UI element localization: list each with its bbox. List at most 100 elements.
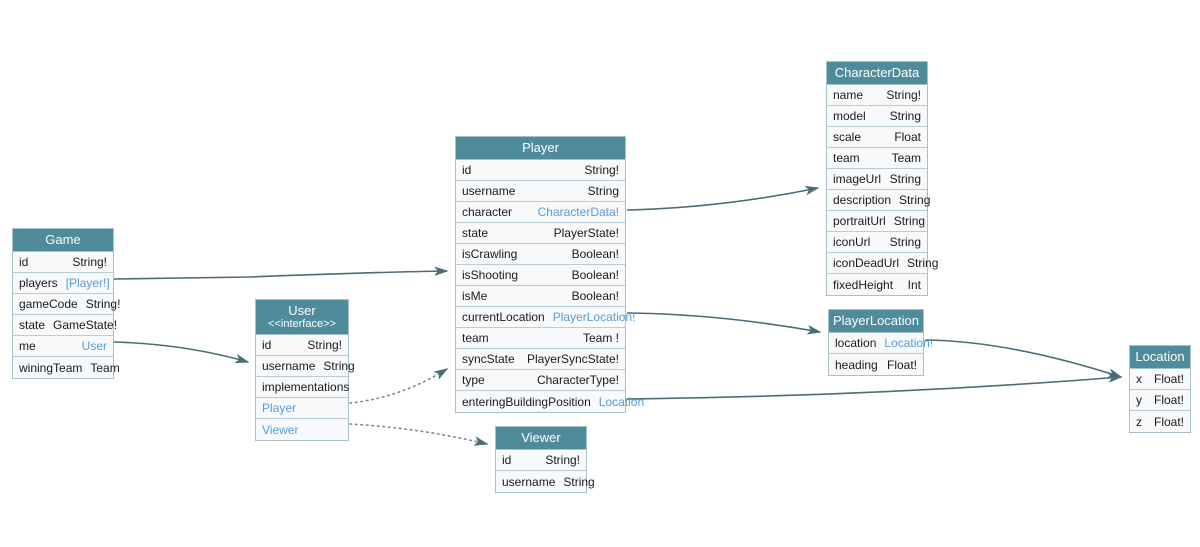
entity-player[interactable]: Player id String! username String charac… [455,136,644,413]
field-type: String [907,256,939,270]
field-row: scale Float [827,127,927,148]
field-type: String [893,214,926,228]
field-name: enteringBuildingPosition [462,394,591,409]
field-name: username [462,184,516,198]
field-type: Team ! [582,331,619,345]
field-name: state [19,318,46,332]
field-name: username [502,474,556,489]
entity-title-viewer: Viewer [496,427,586,450]
field-name: id [462,163,472,177]
field-type[interactable]: [Player!] [65,276,110,290]
field-row: team Team ! [456,328,625,349]
field-row: type CharacterType! [456,370,625,391]
field-name: id [502,453,512,467]
field-row: isCrawling Boolean! [456,244,625,265]
field-type: String [889,235,921,249]
field-row[interactable]: currentLocation PlayerLocation! [456,307,635,328]
edge-player-character-to-characterdata [626,185,820,211]
field-row[interactable]: location Location! [829,333,933,354]
field-name: x [1136,372,1142,386]
field-row: id String! [13,252,113,273]
entity-playerlocation[interactable]: PlayerLocation location Location! headin… [828,309,933,376]
field-row: isMe Boolean! [456,286,625,307]
field-name: model [833,109,866,123]
field-row: portraitUrl String [827,211,927,232]
entity-user[interactable]: User <<interface>> id String! username S… [255,299,355,441]
field-type[interactable]: CharacterData! [537,205,619,219]
entity-title-characterdata: CharacterData [827,62,927,85]
field-row: y Float! [1130,390,1190,411]
field-row: fixedHeight Int [827,274,927,295]
field-row[interactable]: character CharacterData! [456,202,625,223]
edge-game-me-to-user [113,341,250,364]
implementation-row-player[interactable]: Player [256,398,348,419]
edge-user-implements-viewer [349,423,489,446]
implementation-row-viewer[interactable]: Viewer [256,419,348,440]
field-type: Team [891,151,921,165]
field-type: String! [886,88,921,102]
field-type: String! [584,163,619,177]
field-name: implementations [262,380,350,394]
field-type: PlayerState! [553,226,619,240]
edge-game-players-to-player [113,266,449,280]
field-type: String [563,474,595,489]
field-type: Boolean! [571,247,619,261]
edge-user-implements-player [349,368,449,404]
field-type: GameState! [53,318,118,332]
field-name: isMe [462,289,488,303]
field-name: id [262,338,272,352]
field-row[interactable]: enteringBuildingPosition Location [456,391,644,412]
field-row: iconUrl String [827,232,927,253]
field-name: currentLocation [462,310,545,324]
field-name: id [19,255,29,269]
field-row: state GameState! [13,315,117,336]
field-type[interactable]: User [81,339,107,353]
field-name: name [833,88,864,102]
field-name: state [462,226,489,240]
field-name: imageUrl [833,172,882,186]
field-name: gameCode [19,297,78,311]
field-type: String! [545,453,580,467]
field-type: Boolean! [571,289,619,303]
edge-playerlocation-location-to-location [924,339,1123,378]
field-type[interactable]: Location! [884,336,934,350]
field-row[interactable]: me User [13,336,113,357]
field-type: Float! [886,357,917,372]
field-type: CharacterType! [536,373,619,387]
entity-characterdata[interactable]: CharacterData name String! model String … [826,61,938,296]
field-name: me [19,339,36,353]
field-row[interactable]: players [Player!] [13,273,113,294]
field-name: character [462,205,513,219]
entity-title-location: Location [1130,346,1190,369]
field-type: String [899,193,931,207]
field-type: Boolean! [571,268,619,282]
field-type: String [889,172,921,186]
field-type[interactable]: Location [598,394,645,409]
field-row: state PlayerState! [456,223,625,244]
field-type[interactable]: PlayerLocation! [552,310,636,324]
entity-location[interactable]: Location x Float! y Float! z Float! [1129,345,1191,433]
field-row: x Float! [1130,369,1190,390]
entity-game[interactable]: Game id String! players [Player!] gameCo… [12,228,120,379]
field-type: String [889,109,921,123]
field-name: type [462,373,485,387]
field-name: y [1136,393,1142,407]
entity-title-text: User [288,303,316,318]
field-name[interactable]: Player [262,401,297,415]
field-name: team [462,331,489,345]
field-name: location [835,336,877,350]
entity-viewer[interactable]: Viewer id String! username String [495,426,595,493]
field-row: isShooting Boolean! [456,265,625,286]
entity-title-player: Player [456,137,625,160]
field-row: imageUrl String [827,169,927,190]
field-name: iconDeadUrl [833,256,900,270]
field-name: iconUrl [833,235,871,249]
field-name[interactable]: Viewer [262,422,299,437]
field-name: players [19,276,58,290]
field-name: team [833,151,860,165]
field-name: z [1136,414,1142,429]
field-row: syncState PlayerSyncState! [456,349,625,370]
entity-title-game: Game [13,229,113,252]
field-row: id String! [456,160,625,181]
